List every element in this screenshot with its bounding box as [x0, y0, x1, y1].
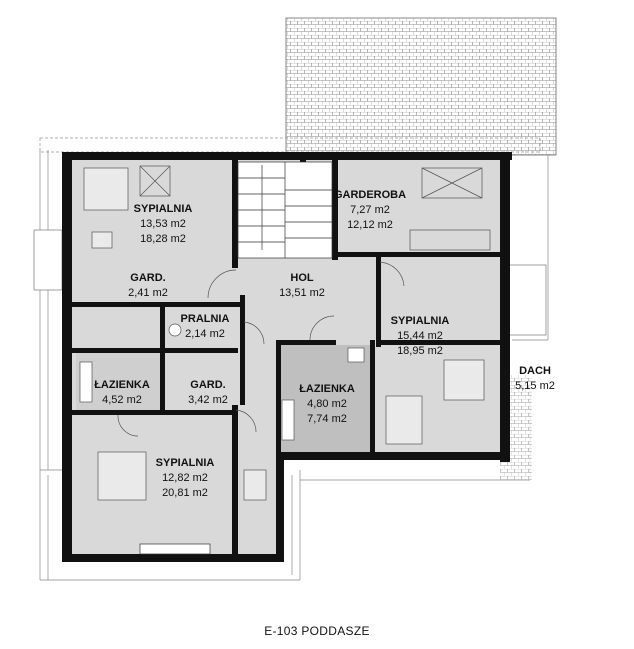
room-area: 2,41 m2 [128, 287, 168, 299]
room-area: 3,42 m2 [188, 394, 228, 406]
room-area: 15,44 m2 [397, 330, 443, 342]
plan-caption: E-103 PODDASZE [264, 624, 370, 638]
room-name: PRALNIA [181, 313, 230, 325]
door-swings [117, 261, 405, 437]
room-name: SYPIALNIA [134, 203, 193, 215]
room-name: ŁAZIENKA [94, 379, 150, 391]
right-roof-pattern [33, 229, 547, 480]
room-name: SYPIALNIA [391, 315, 450, 327]
room-name: GARDEROBA [334, 189, 406, 201]
room-area: 13,53 m2 [140, 218, 186, 230]
room-area: 2,14 m2 [185, 328, 225, 340]
roof-tiles [39, 17, 557, 156]
room-area: 7,74 m2 [307, 413, 347, 425]
room-name: ŁAZIENKA [299, 383, 355, 395]
room-name: GARD. [190, 379, 225, 391]
room-area: 4,52 m2 [102, 394, 142, 406]
room-name: GARD. [130, 272, 165, 284]
room-area: 7,27 m2 [350, 204, 390, 216]
room-labels: SYPIALNIA 13,53 m2 18,28 m2 GARDEROBA 7,27 m… [94, 189, 555, 499]
room-area: 5,15 m2 [515, 380, 555, 392]
room-area: 20,81 m2 [162, 487, 208, 499]
room-name: DACH [519, 365, 551, 377]
room-area: 13,51 m2 [279, 287, 325, 299]
staircase [237, 161, 333, 259]
room-area: 4,80 m2 [307, 398, 347, 410]
furniture [79, 165, 491, 555]
room-area: 18,95 m2 [397, 345, 443, 357]
outer-walls [62, 152, 512, 562]
room-name: SYPIALNIA [156, 457, 215, 469]
room-area: 12,82 m2 [162, 472, 208, 484]
inner-walls [70, 158, 500, 555]
room-area: 18,28 m2 [140, 233, 186, 245]
room-name: HOL [290, 272, 314, 284]
room-area: 12,12 m2 [347, 219, 393, 231]
